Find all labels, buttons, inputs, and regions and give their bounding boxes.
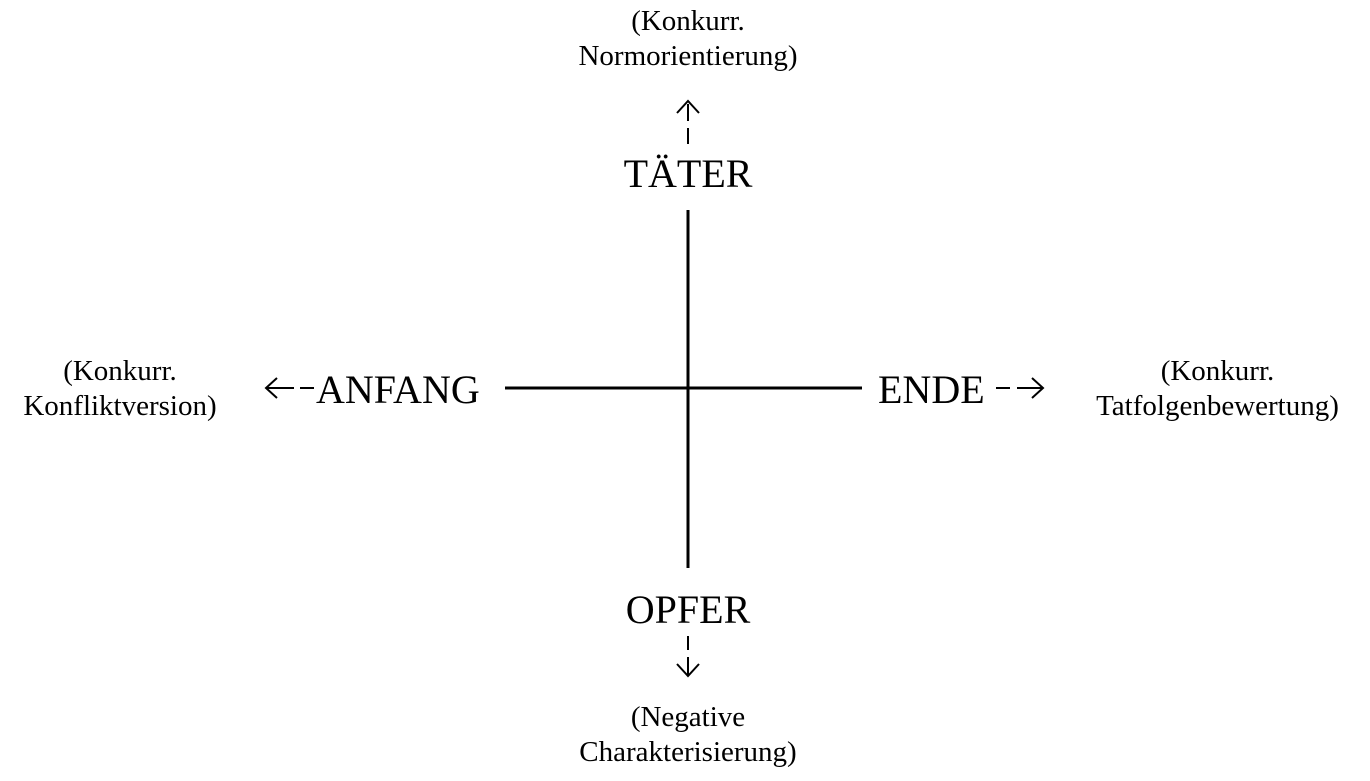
arrow-right-icon <box>996 377 1045 399</box>
right-annotation-line2: Tatfolgenbewertung) <box>1096 390 1339 422</box>
right-axis-label: ENDE <box>878 367 985 412</box>
right-annotation-line1: (Konkurr. <box>1160 355 1275 387</box>
left-annotation: (Konkurr. Konfliktversion) <box>0 354 240 424</box>
arrow-down-icon <box>676 636 700 678</box>
arrow-up-icon <box>676 99 700 144</box>
left-annotation-line1: (Konkurr. <box>63 355 177 387</box>
left-axis-label: ANFANG <box>316 367 480 412</box>
bottom-annotation-line2: Charakterisierung) <box>579 736 797 768</box>
bottom-axis-label: OPFER <box>625 587 751 632</box>
arrow-left-icon <box>264 377 314 399</box>
left-annotation-line2: Konfliktversion) <box>23 390 217 422</box>
top-axis-label: TÄTER <box>623 151 753 196</box>
right-annotation: (Konkurr. Tatfolgenbewertung) <box>1065 354 1370 424</box>
bottom-annotation-line1: (Negative <box>630 701 746 733</box>
top-annotation-line2: Normorientierung) <box>578 40 798 72</box>
top-annotation: (Konkurr. Normorientierung) <box>488 4 888 74</box>
bottom-annotation: (Negative Charakterisierung) <box>488 700 888 770</box>
top-annotation-line1: (Konkurr. <box>631 5 745 37</box>
